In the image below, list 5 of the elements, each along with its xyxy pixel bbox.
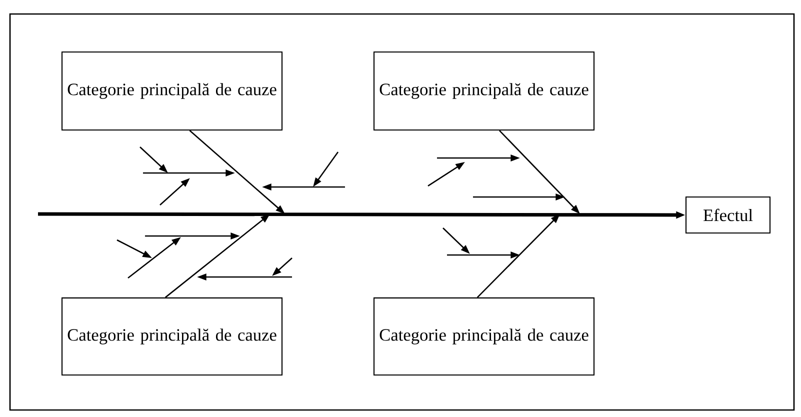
effect-box: Efectul [685, 196, 771, 234]
category-box: Categorie principală de cauze [61, 297, 283, 376]
category-box: Categorie principală de cauze [373, 297, 595, 376]
category-box: Categorie principală de cauze [61, 51, 283, 131]
category-box: Categorie principală de cauze [373, 51, 595, 131]
